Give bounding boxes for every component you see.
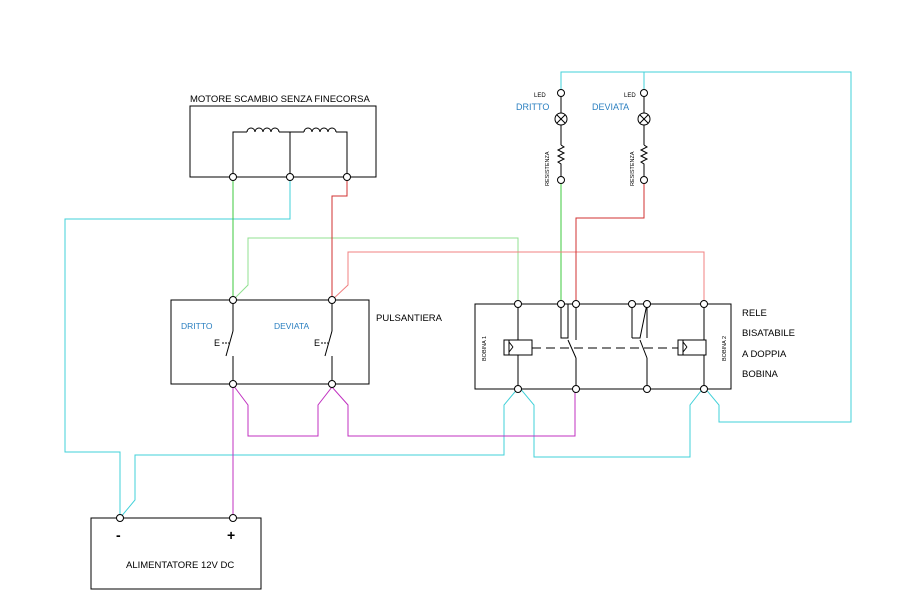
motor-coil-2 <box>303 127 337 133</box>
alimentatore-terminal-minus <box>116 514 124 522</box>
alimentatore-block: ALIMENTATORE 12V DC - + <box>90 514 262 590</box>
rele-contact-1 <box>567 339 577 359</box>
led2-tag: LED <box>624 93 636 99</box>
motor-coil-1 <box>246 127 280 133</box>
led-dritto: LED DRITTO RESISTENZA <box>516 89 568 186</box>
rele-box <box>474 303 732 390</box>
motor-terminal-1 <box>229 173 237 181</box>
led1-terminal-bottom <box>557 176 565 184</box>
alimentatore-terminal-plus <box>229 514 237 522</box>
button-deviata-label: DEVIATA <box>274 321 309 331</box>
button-dritto-switch <box>225 330 234 357</box>
motor-block: MOTORE SCAMBIO SENZA FINECORSA <box>189 94 377 181</box>
led1-resistor-icon <box>556 144 566 176</box>
button-dritto-terminal-bottom <box>229 380 237 388</box>
rele-label-3: A DOPPIA <box>742 349 787 360</box>
led1-terminal-top <box>557 89 565 97</box>
rele-terminal-5 <box>643 300 651 308</box>
rele-terminal-2 <box>557 300 565 308</box>
wire-magenta-loop1 <box>232 384 576 437</box>
led2-resistor-label: RESISTENZA <box>630 151 636 186</box>
led-deviata: LED DEVIATA RESISTENZA <box>592 89 651 186</box>
rele-label-4: BOBINA <box>742 369 779 380</box>
rele-contact-2 <box>639 339 648 359</box>
coil2-label: BOBINA 2 <box>722 336 728 361</box>
motor-box <box>189 105 377 178</box>
pulsantiera-title: PULSANTIERA <box>376 313 443 324</box>
pulsantiera-box <box>170 299 370 385</box>
button-deviata-symbol: E <box>314 338 320 348</box>
coil2-icon <box>677 339 707 356</box>
rele-terminal-10 <box>700 385 708 393</box>
led2-terminal-top <box>640 89 648 97</box>
button-deviata-switch <box>324 330 333 357</box>
wire-cyan-minus-coil1 <box>119 71 852 519</box>
rele-terminal-3 <box>572 300 580 308</box>
button-deviata-terminal-bottom <box>328 380 336 388</box>
motor-terminal-3 <box>343 173 351 181</box>
led1-resistor-label: RESISTENZA <box>545 151 551 186</box>
rele-block: RELE BISATABILE A DOPPIA BOBINA BOBINA 1… <box>474 300 795 393</box>
button-dritto-symbol: E <box>214 338 220 348</box>
rele-label-1: RELE <box>742 308 767 319</box>
alimentatore-title: ALIMENTATORE 12V DC <box>126 560 234 571</box>
motor-title: MOTORE SCAMBIO SENZA FINECORSA <box>190 94 370 105</box>
motor-terminal-2 <box>286 173 294 181</box>
wire-red-motor-deviata <box>331 177 348 300</box>
coil1-icon <box>503 339 533 356</box>
rele-terminal-9 <box>643 385 651 393</box>
wire-pink-deviata-relay <box>331 251 705 302</box>
rele-terminal-7 <box>514 385 522 393</box>
rele-terminal-6 <box>700 300 708 308</box>
led1-tag: LED <box>534 93 546 99</box>
wire-lightgreen-dritto-relay <box>232 237 519 302</box>
rele-terminal-4 <box>628 300 636 308</box>
rele-terminal-8 <box>572 385 580 393</box>
led1-name: DRITTO <box>516 102 549 112</box>
button-deviata-terminal-top <box>328 296 336 304</box>
led2-terminal-bottom <box>640 176 648 184</box>
rele-terminal-1 <box>514 300 522 308</box>
rele-label-2: BISATABILE <box>742 328 795 339</box>
alimentatore-box <box>90 517 262 590</box>
button-dritto-label: DRITTO <box>181 321 213 331</box>
button-dritto-terminal-top <box>229 296 237 304</box>
led2-resistor-icon <box>639 144 649 176</box>
alimentatore-minus: - <box>116 527 121 543</box>
pulsantiera-block: PULSANTIERA DRITTO E DEVIATA E <box>170 296 443 388</box>
led2-name: DEVIATA <box>592 102 629 112</box>
alimentatore-plus: + <box>227 527 235 543</box>
wires <box>64 71 852 519</box>
wire-red-led2-relay <box>575 180 645 302</box>
coil1-label: BOBINA 1 <box>482 336 488 361</box>
wire-cyan-motor-common <box>64 177 291 518</box>
